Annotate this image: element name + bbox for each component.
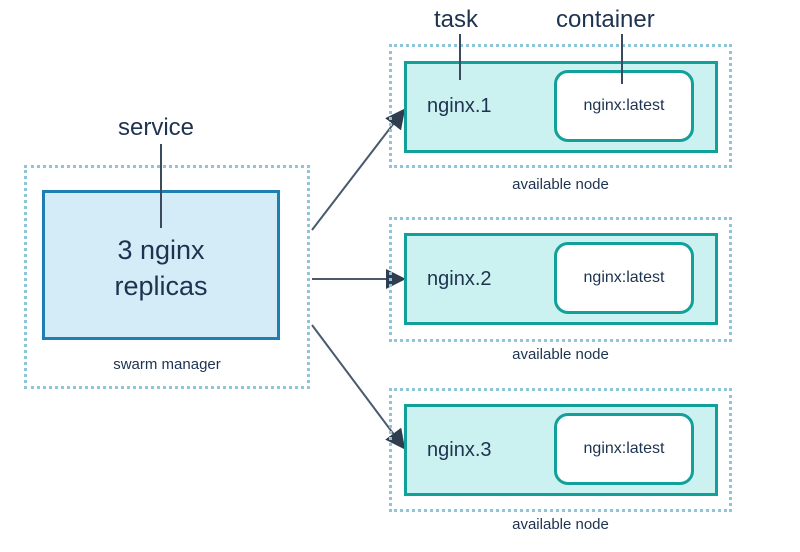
- service-description: 3 nginx replicas: [44, 232, 278, 304]
- arrow-to-node-3: [311, 324, 406, 450]
- container-box-2: nginx:latest: [554, 242, 694, 314]
- task-label-2: nginx.2: [427, 268, 492, 290]
- node-1-frame: [389, 44, 732, 168]
- service-line-2: replicas: [114, 271, 208, 301]
- arrow-to-node-1: [311, 108, 406, 231]
- node-2-caption: available node: [512, 346, 609, 363]
- service-callout: service: [118, 114, 195, 141]
- container-callout: container: [556, 6, 655, 33]
- service-leader-line: [160, 144, 162, 228]
- node-2-frame: [389, 217, 732, 342]
- task-callout: task: [434, 6, 479, 33]
- task-label-3: nginx.3: [427, 439, 492, 461]
- service-line-1: 3 nginx: [117, 235, 205, 265]
- task-leader-line: [459, 34, 461, 80]
- task-label-1: nginx.1: [427, 95, 492, 117]
- node-3-caption: available node: [512, 516, 609, 533]
- container-box-3: nginx:latest: [554, 413, 694, 485]
- container-leader-line: [621, 34, 623, 84]
- node-1-caption: available node: [512, 176, 609, 193]
- swarm-manager-frame: [24, 165, 310, 389]
- container-box-1: nginx:latest: [554, 70, 694, 142]
- node-3-frame: [389, 388, 732, 512]
- swarm-manager-caption: swarm manager: [113, 356, 221, 373]
